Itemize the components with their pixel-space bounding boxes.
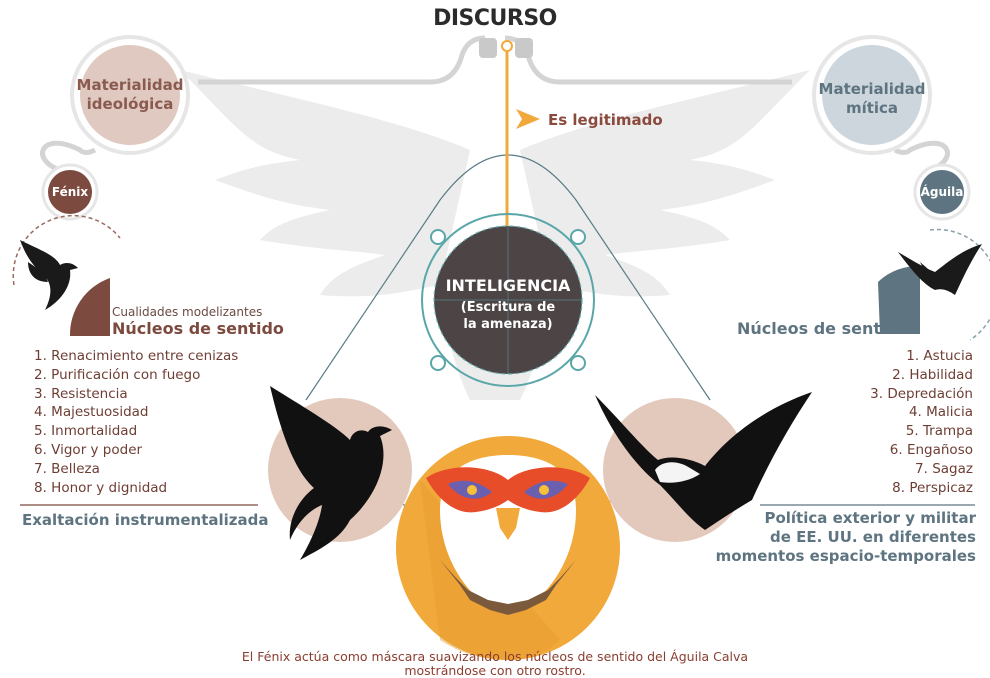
right-list-item: 5. Trampa [905,423,973,440]
left-heading: Núcleos de sentido [112,319,284,338]
intelligence-node [421,213,595,387]
eagle-icon [595,392,812,530]
phoenix-small-icon [20,240,78,310]
ideological-label: Materialidad ideológica [70,76,190,114]
phoenix-icon [270,386,392,560]
caption: El Fénix actúa como máscara suavizando l… [0,650,990,678]
right-heading: Núcleos de sentido [737,319,909,338]
intelligence-line2: (Escritura de [460,300,556,315]
intelligence-line3: la amenaza) [463,317,553,332]
caption-line: El Fénix actúa como máscara suavizando l… [241,649,749,664]
left-list-item: 3. Resistencia [34,385,128,402]
left-list-item: 4. Majestuosidad [34,404,149,421]
left-list-item: 8. Honor y dignidad [34,479,168,496]
intelligence-title: INTELIGENCIA [445,276,571,295]
right-list-item: 6. Engañoso [889,441,973,458]
left-conclusion: Exaltación instrumentalizada [22,511,269,529]
left-subheading: Cualidades modelizantes [112,305,263,319]
right-list-item: 1. Astucia [906,348,973,364]
caption-line: mostrándose con otro rostro. [404,663,586,678]
right-list-item: 8. Perspicaz [892,479,973,496]
left-list-item: 5. Inmortalidad [34,423,138,440]
right-list: 1. Astucia 2. Habilidad 3. Depredación 4. M… [870,347,973,497]
left-list-item: 7. Belleza [34,460,100,477]
clip-right [515,38,533,58]
legitimado-label: Es legitimado [548,111,663,129]
phoenix-small-circle [48,170,92,214]
ideological-line1: Materialidad [76,76,184,94]
right-conclusion-line: Política exterior y militar [764,509,976,527]
ideological-line2: ideológica [86,95,174,113]
ideological-circle [80,45,180,145]
left-list: 1. Renacimiento entre cenizas 2. Purifica… [34,347,238,497]
diagram-title: DISCURSO [433,6,557,31]
mythic-label: Materialidad mítica [812,80,932,118]
left-list-item: 1. Renacimiento entre cenizas [34,348,239,364]
right-conclusion-line: de EE. UU. en diferentes [769,528,976,546]
eagle-small-icon [898,244,982,295]
phoenix-small-badge [12,214,121,336]
right-list-item: 4. Malicia [908,404,973,421]
eagle-mask-icon [426,455,590,615]
left-list-item: 2. Purificación con fuego [34,366,201,383]
right-list-item: 3. Depredación [870,385,973,402]
mythic-circle [822,45,922,145]
anchor-dot [501,40,513,52]
right-list-item: 2. Habilidad [892,366,973,383]
right-conclusion-line: momentos espacio-temporales [715,547,976,565]
legit-pointer-icon [516,109,540,129]
clip-left [479,38,497,58]
mythic-line1: Materialidad [818,80,926,98]
eagle-small-label: Águila [920,185,964,199]
mythic-line2: mítica [845,99,899,117]
right-list-item: 7. Sagaz [915,460,973,477]
left-list-item: 6. Vigor y poder [34,441,143,458]
eagle-small-badge [878,228,990,341]
eagle-small-circle [920,170,964,214]
phoenix-small-label: Fénix [51,185,89,199]
eagle-head-icon [655,462,700,483]
